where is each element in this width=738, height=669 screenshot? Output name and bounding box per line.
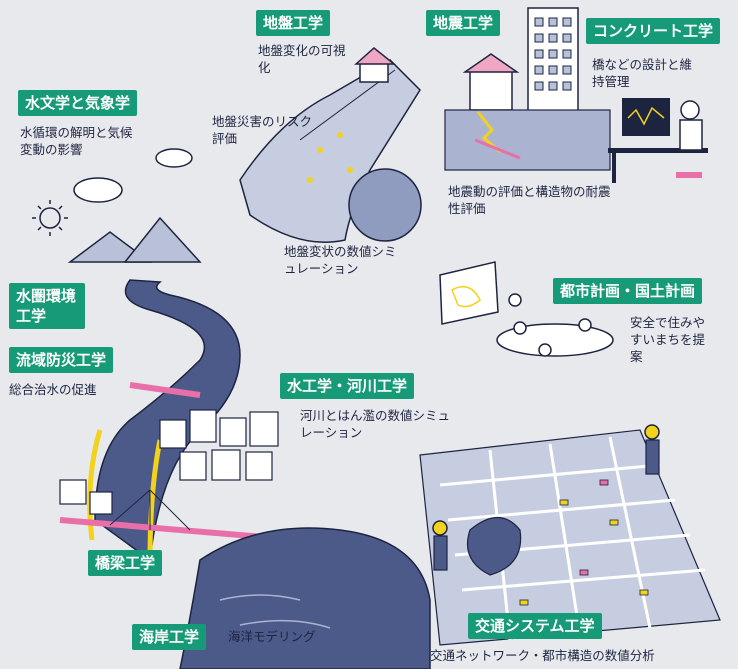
earthquake-scene bbox=[444, 7, 611, 171]
label-hydraulics: 水工学・河川工学 bbox=[280, 373, 415, 399]
weather-scene bbox=[32, 148, 202, 263]
sun-icon bbox=[32, 200, 68, 236]
label-bridge: 橋梁工学 bbox=[88, 550, 163, 576]
city-blocks bbox=[59, 409, 279, 515]
ground-slope bbox=[239, 47, 422, 243]
house-icon bbox=[354, 47, 397, 83]
engineer-desk bbox=[608, 98, 708, 183]
cloud-icon bbox=[73, 148, 193, 203]
label-urban-planning: 都市計画・国土計画 bbox=[553, 278, 703, 304]
planning-meeting bbox=[439, 261, 614, 357]
sea bbox=[179, 527, 431, 669]
caption-earthquake: 地震動の評価と構造物の耐震性評価 bbox=[448, 184, 611, 216]
caption-basin-disaster: 総合治水の促進 bbox=[9, 382, 97, 397]
label-earthquake: 地震工学 bbox=[426, 10, 501, 36]
caption-geo-risk: 地盤災害のリスク評価 bbox=[212, 114, 313, 146]
label-basin-disaster: 流域防災工学 bbox=[9, 347, 114, 373]
caption-geo-visualization: 地盤変化の可視化 bbox=[258, 43, 346, 75]
label-coastal: 海岸工学 bbox=[132, 624, 207, 650]
caption-coastal: 海洋モデリング bbox=[228, 629, 316, 644]
caption-hydrology: 水循環の解明と気候変動の影響 bbox=[20, 125, 133, 157]
house-icon bbox=[462, 53, 520, 111]
label-geotechnical: 地盤工学 bbox=[256, 10, 331, 36]
label-transport: 交通システム工学 bbox=[468, 613, 602, 639]
caption-transport: 交通ネットワーク・都市構造の数値分析 bbox=[430, 648, 655, 663]
label-concrete: コンクリート工学 bbox=[586, 18, 721, 44]
caption-urban-planning: 安全で住みやすいまちを提案 bbox=[630, 315, 706, 364]
caption-concrete: 橋などの設計と維持管理 bbox=[592, 57, 693, 89]
caption-hydraulics: 河川とはん濫の数値シミュレーション bbox=[300, 408, 451, 440]
label-hydrosphere: 水圏環境工学 bbox=[9, 283, 85, 329]
caption-geo-simulation: 地盤変状の数値シミュレーション bbox=[284, 244, 397, 276]
transport-grid bbox=[419, 424, 721, 646]
label-hydrology: 水文学と気象学 bbox=[18, 90, 138, 116]
